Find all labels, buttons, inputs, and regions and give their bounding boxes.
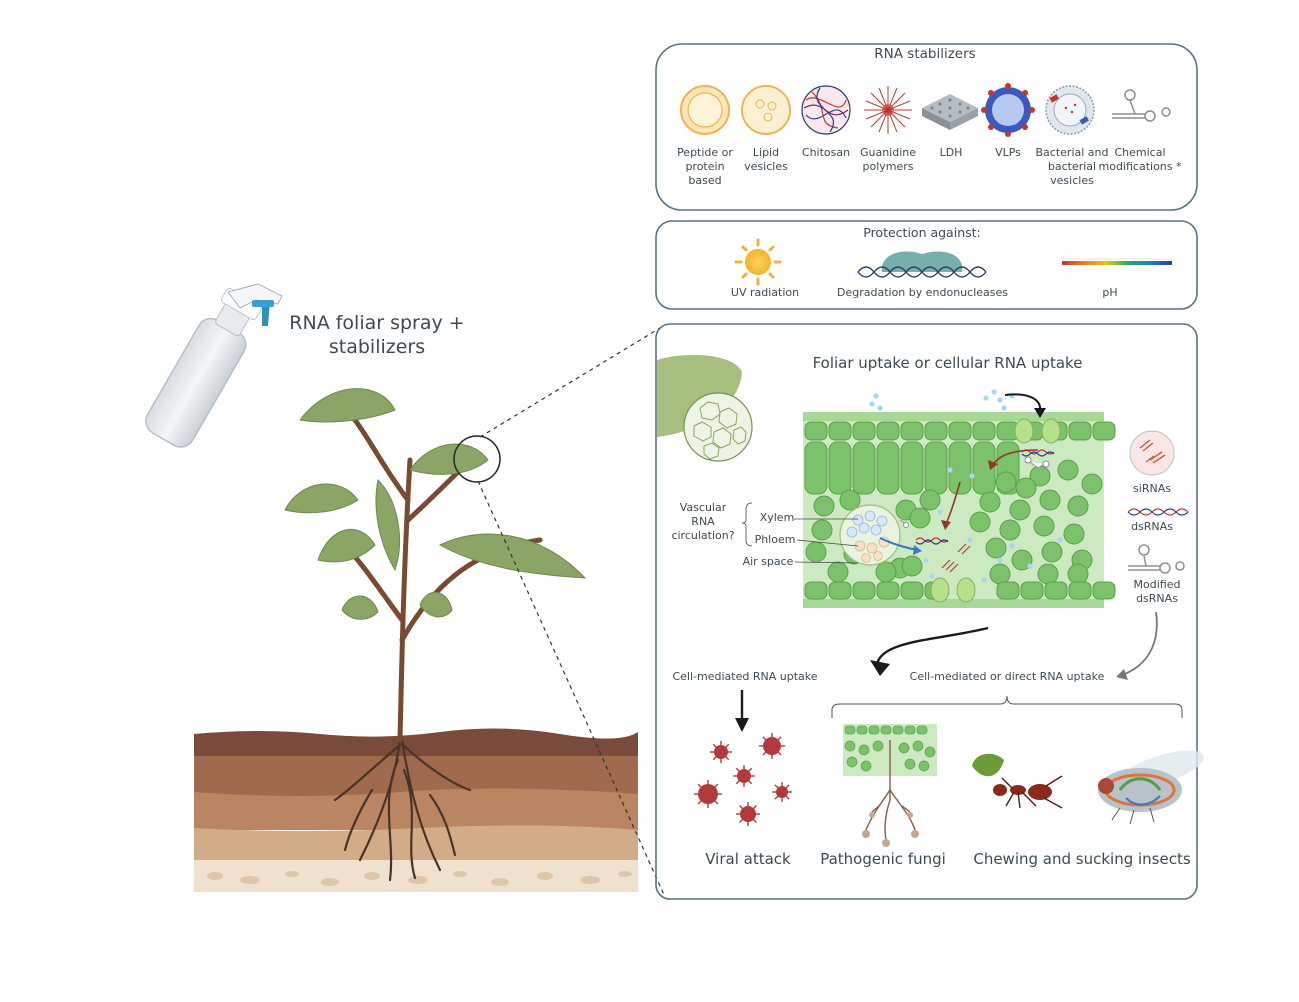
- flow-arrows: [735, 611, 1183, 732]
- endonuclease-icon: [857, 251, 987, 278]
- dsrnas-label: dsRNAs: [1131, 520, 1173, 533]
- ph-label: pH: [1102, 286, 1118, 299]
- stabilizer-label-line: polymers: [862, 159, 914, 173]
- cell-mediated-label: Cell-mediated RNA uptake: [672, 670, 818, 683]
- stabilizer-label: VLPs: [966, 146, 1050, 160]
- lipid-vesicle-icon: [741, 85, 791, 135]
- modified-dsrna-icon: [1128, 544, 1185, 574]
- soil-layers: [194, 728, 638, 892]
- stabilizer-label-line: modifications *: [1098, 159, 1182, 173]
- sirnas-label: siRNAs: [1133, 482, 1171, 495]
- fungi-icon: [843, 724, 937, 847]
- stabilizer-label-line: vesicles: [744, 159, 788, 173]
- spray-label-line2: stabilizers: [328, 335, 426, 358]
- zoom-circle: [453, 435, 501, 483]
- ldh-icon: [922, 94, 978, 130]
- stabilizers-title: RNA stabilizers: [874, 46, 976, 62]
- vascular-label: Vascular RNA circulation?: [664, 501, 742, 542]
- virus-icons: [694, 733, 792, 826]
- stabilizer-label-line: protein: [685, 159, 725, 173]
- chitosan-icon: [801, 85, 851, 135]
- stabilizer-label-line: VLPs: [995, 146, 1021, 159]
- xylem-label: Xylem: [759, 511, 795, 524]
- guanidine-icon: [864, 86, 912, 134]
- insects-label: Chewing and sucking insects: [973, 850, 1191, 868]
- leaf-cross-section: [657, 354, 1116, 608]
- sun-icon: [734, 238, 782, 286]
- stabilizer-label-line: LDH: [939, 146, 963, 159]
- ph-scale-icon: [1062, 258, 1172, 265]
- cell-or-direct-label: Cell-mediated or direct RNA uptake: [909, 670, 1105, 683]
- panel-borders: [655, 43, 1198, 900]
- stabilizer-label-line: Lipid: [752, 146, 780, 159]
- spray-bottle-icon: [145, 283, 283, 448]
- stabilizer-label-line: Chitosan: [801, 146, 851, 159]
- stabilizer-label: Chitosan: [784, 146, 868, 160]
- peptide-icon: [680, 85, 730, 135]
- stabilizer-label-line: Chemical: [1114, 146, 1166, 159]
- viral-attack-label: Viral attack: [705, 850, 791, 868]
- stabilizer-label-line: Bacterial and: [1035, 146, 1109, 159]
- fly-icon: [1098, 750, 1204, 825]
- cell-zoom-icon: [683, 392, 753, 462]
- stabilizer-label-line: Peptide or: [677, 146, 733, 159]
- uv-label: UV radiation: [730, 286, 800, 299]
- chemical-modification-icon: [1112, 89, 1171, 122]
- pathogenic-fungi-label: Pathogenic fungi: [820, 850, 946, 868]
- spray-label-line1: RNA foliar spray +: [289, 312, 465, 334]
- stabilizer-label-line: bacterial: [1047, 159, 1097, 173]
- stabilizer-label-line: Guanidine: [859, 146, 917, 159]
- vascular-label-line1: Vascular: [679, 501, 727, 514]
- bacterial-vesicle-icon: [1045, 85, 1095, 135]
- vascular-label-line3: circulation?: [671, 528, 735, 542]
- vascular-label-line2: RNA: [691, 514, 715, 528]
- vlp-icon: [981, 83, 1035, 137]
- ant-icon: [972, 753, 1063, 809]
- protection-title: Protection against:: [863, 225, 981, 240]
- sirna-icon: [1129, 430, 1175, 476]
- plant-illustration: [284, 388, 587, 882]
- modified-dsrnas-line1: Modified: [1133, 578, 1181, 591]
- stabilizer-label-line: based: [688, 173, 722, 187]
- air-space-label: Air space: [742, 555, 794, 568]
- uptake-title: Foliar uptake or cellular RNA uptake: [812, 354, 1083, 372]
- phloem-label: Phloem: [754, 533, 796, 546]
- modified-dsrnas-line2: dsRNAs: [1136, 591, 1178, 605]
- modified-dsrnas-label: Modified dsRNAs: [1122, 578, 1192, 606]
- stabilizer-label: LDH: [909, 146, 993, 160]
- stabilizer-label-line: vesicles: [1050, 173, 1094, 187]
- dsrna-icon: [1127, 508, 1189, 516]
- spray-label: RNA foliar spray + stabilizers: [272, 312, 482, 360]
- endonuclease-label: Degradation by endonucleases: [837, 286, 1008, 299]
